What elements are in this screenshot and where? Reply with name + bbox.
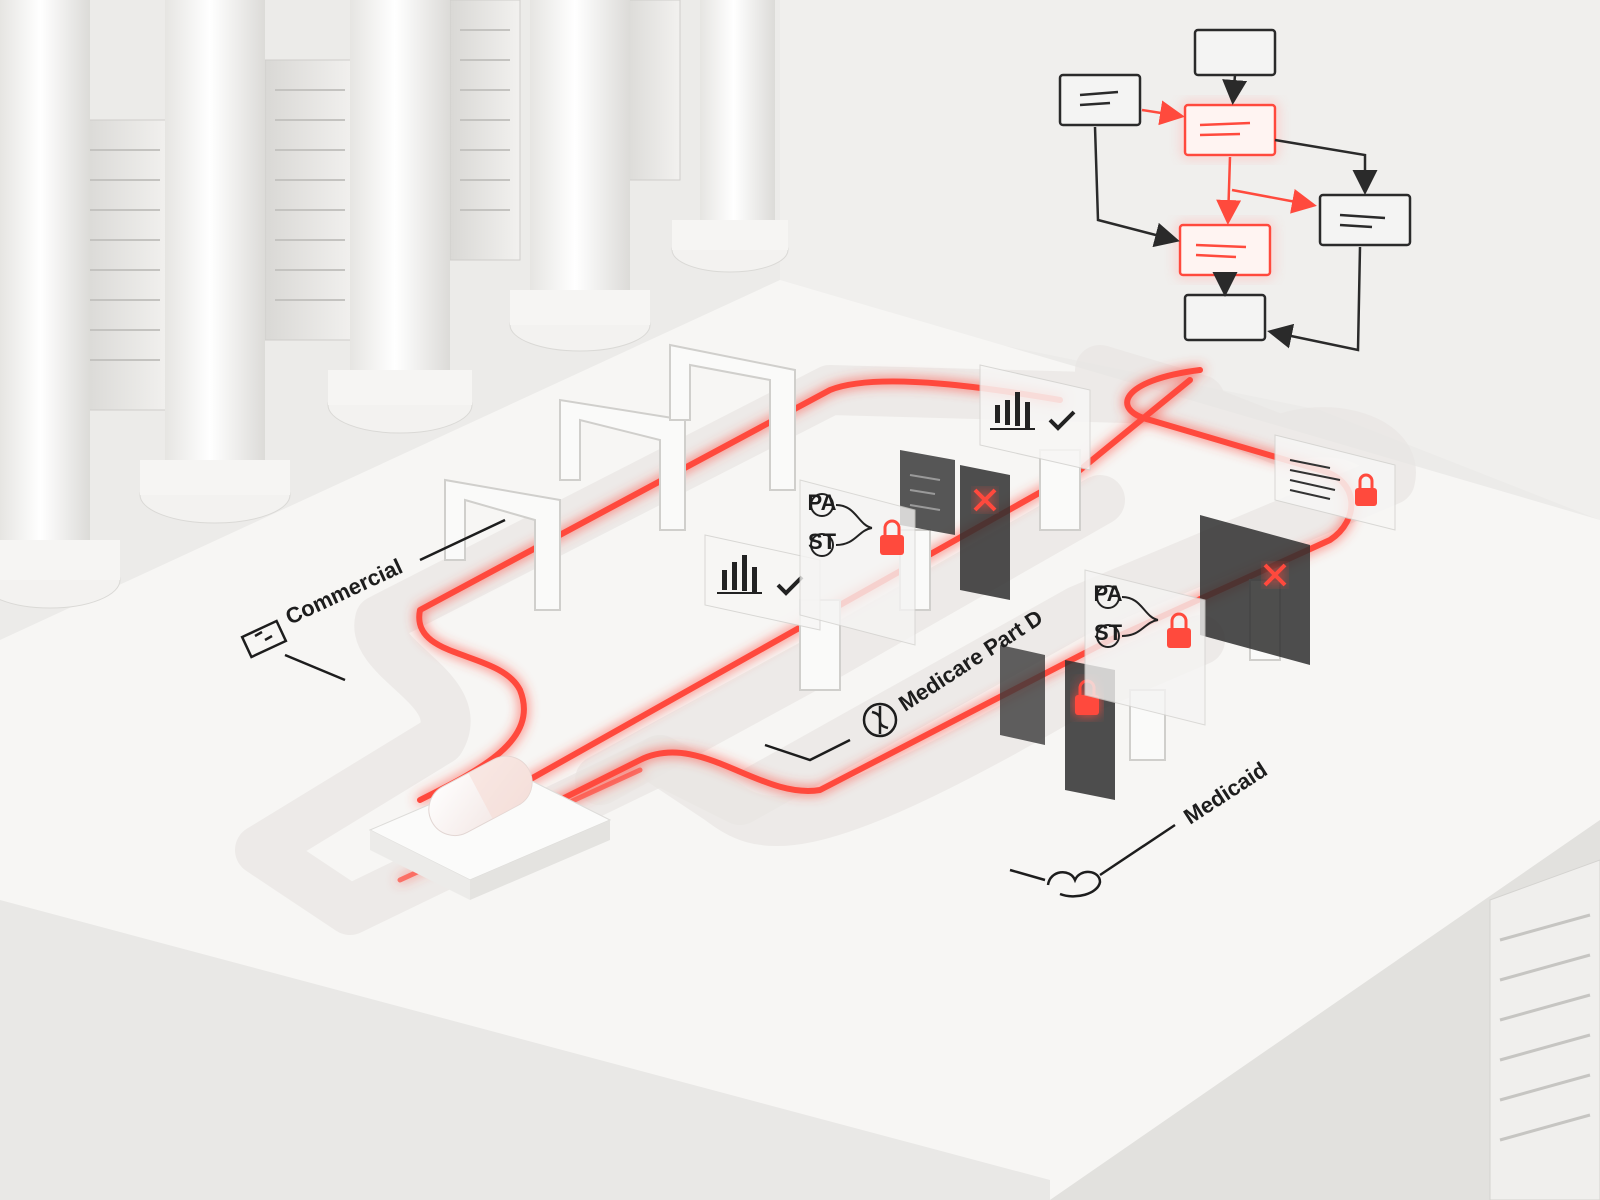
- check-icon: [1048, 410, 1076, 431]
- chart-check-card-mid: [704, 534, 821, 631]
- flow-node-top: [1193, 28, 1277, 77]
- corner-server: [1489, 859, 1600, 1200]
- building-icon: [240, 619, 288, 659]
- reject-panel: [1000, 645, 1045, 745]
- column: [671, 0, 789, 273]
- platform-side: [1050, 820, 1600, 1200]
- pill-capsule: [428, 755, 533, 836]
- bar-chart-icon: [990, 392, 1035, 430]
- hands-heart-icon: [1046, 870, 1102, 898]
- st-badge: ST: [808, 529, 837, 554]
- platform-front: [0, 900, 1050, 1200]
- check-icon: [776, 575, 804, 596]
- route-commercial: [416, 378, 1063, 803]
- chart-check-card-top: [979, 364, 1091, 471]
- padlock-icon: [880, 519, 904, 555]
- bar-chart-icon: [717, 555, 762, 594]
- document-lock-card: [1274, 434, 1396, 531]
- x-mark-icon: [973, 488, 997, 512]
- column: [509, 0, 651, 352]
- caduceus-icon: [862, 702, 898, 738]
- padlock-icon: [1167, 612, 1191, 648]
- pa-badge: PA: [808, 490, 837, 515]
- columns: [0, 0, 789, 609]
- pa-st-card-left: PA ST: [799, 479, 916, 646]
- flow-node-red-2: [1178, 223, 1272, 277]
- column: [327, 0, 473, 434]
- info-cards: PA ST PA ST: [704, 364, 1396, 726]
- gate-arch: [559, 398, 686, 531]
- column: [0, 0, 121, 609]
- st-badge: ST: [1094, 620, 1123, 645]
- flow-node-red-1: [1183, 103, 1277, 157]
- reject-panel: [1200, 515, 1310, 665]
- gate-arch: [444, 478, 561, 611]
- x-mark-icon: [1263, 563, 1287, 587]
- gate-arch: [669, 343, 796, 491]
- pa-badge: PA: [1094, 581, 1123, 606]
- reject-panel: [960, 465, 1010, 600]
- flow-node-left: [1058, 73, 1142, 127]
- flow-node-right: [1318, 193, 1412, 247]
- pa-st-card-right: PA ST: [1084, 569, 1206, 726]
- flowchart: [1058, 28, 1412, 352]
- padlock-icon: [1355, 473, 1377, 506]
- flow-node-bottom: [1183, 293, 1267, 342]
- capsule-pedestal: [368, 755, 612, 900]
- column: [139, 0, 291, 524]
